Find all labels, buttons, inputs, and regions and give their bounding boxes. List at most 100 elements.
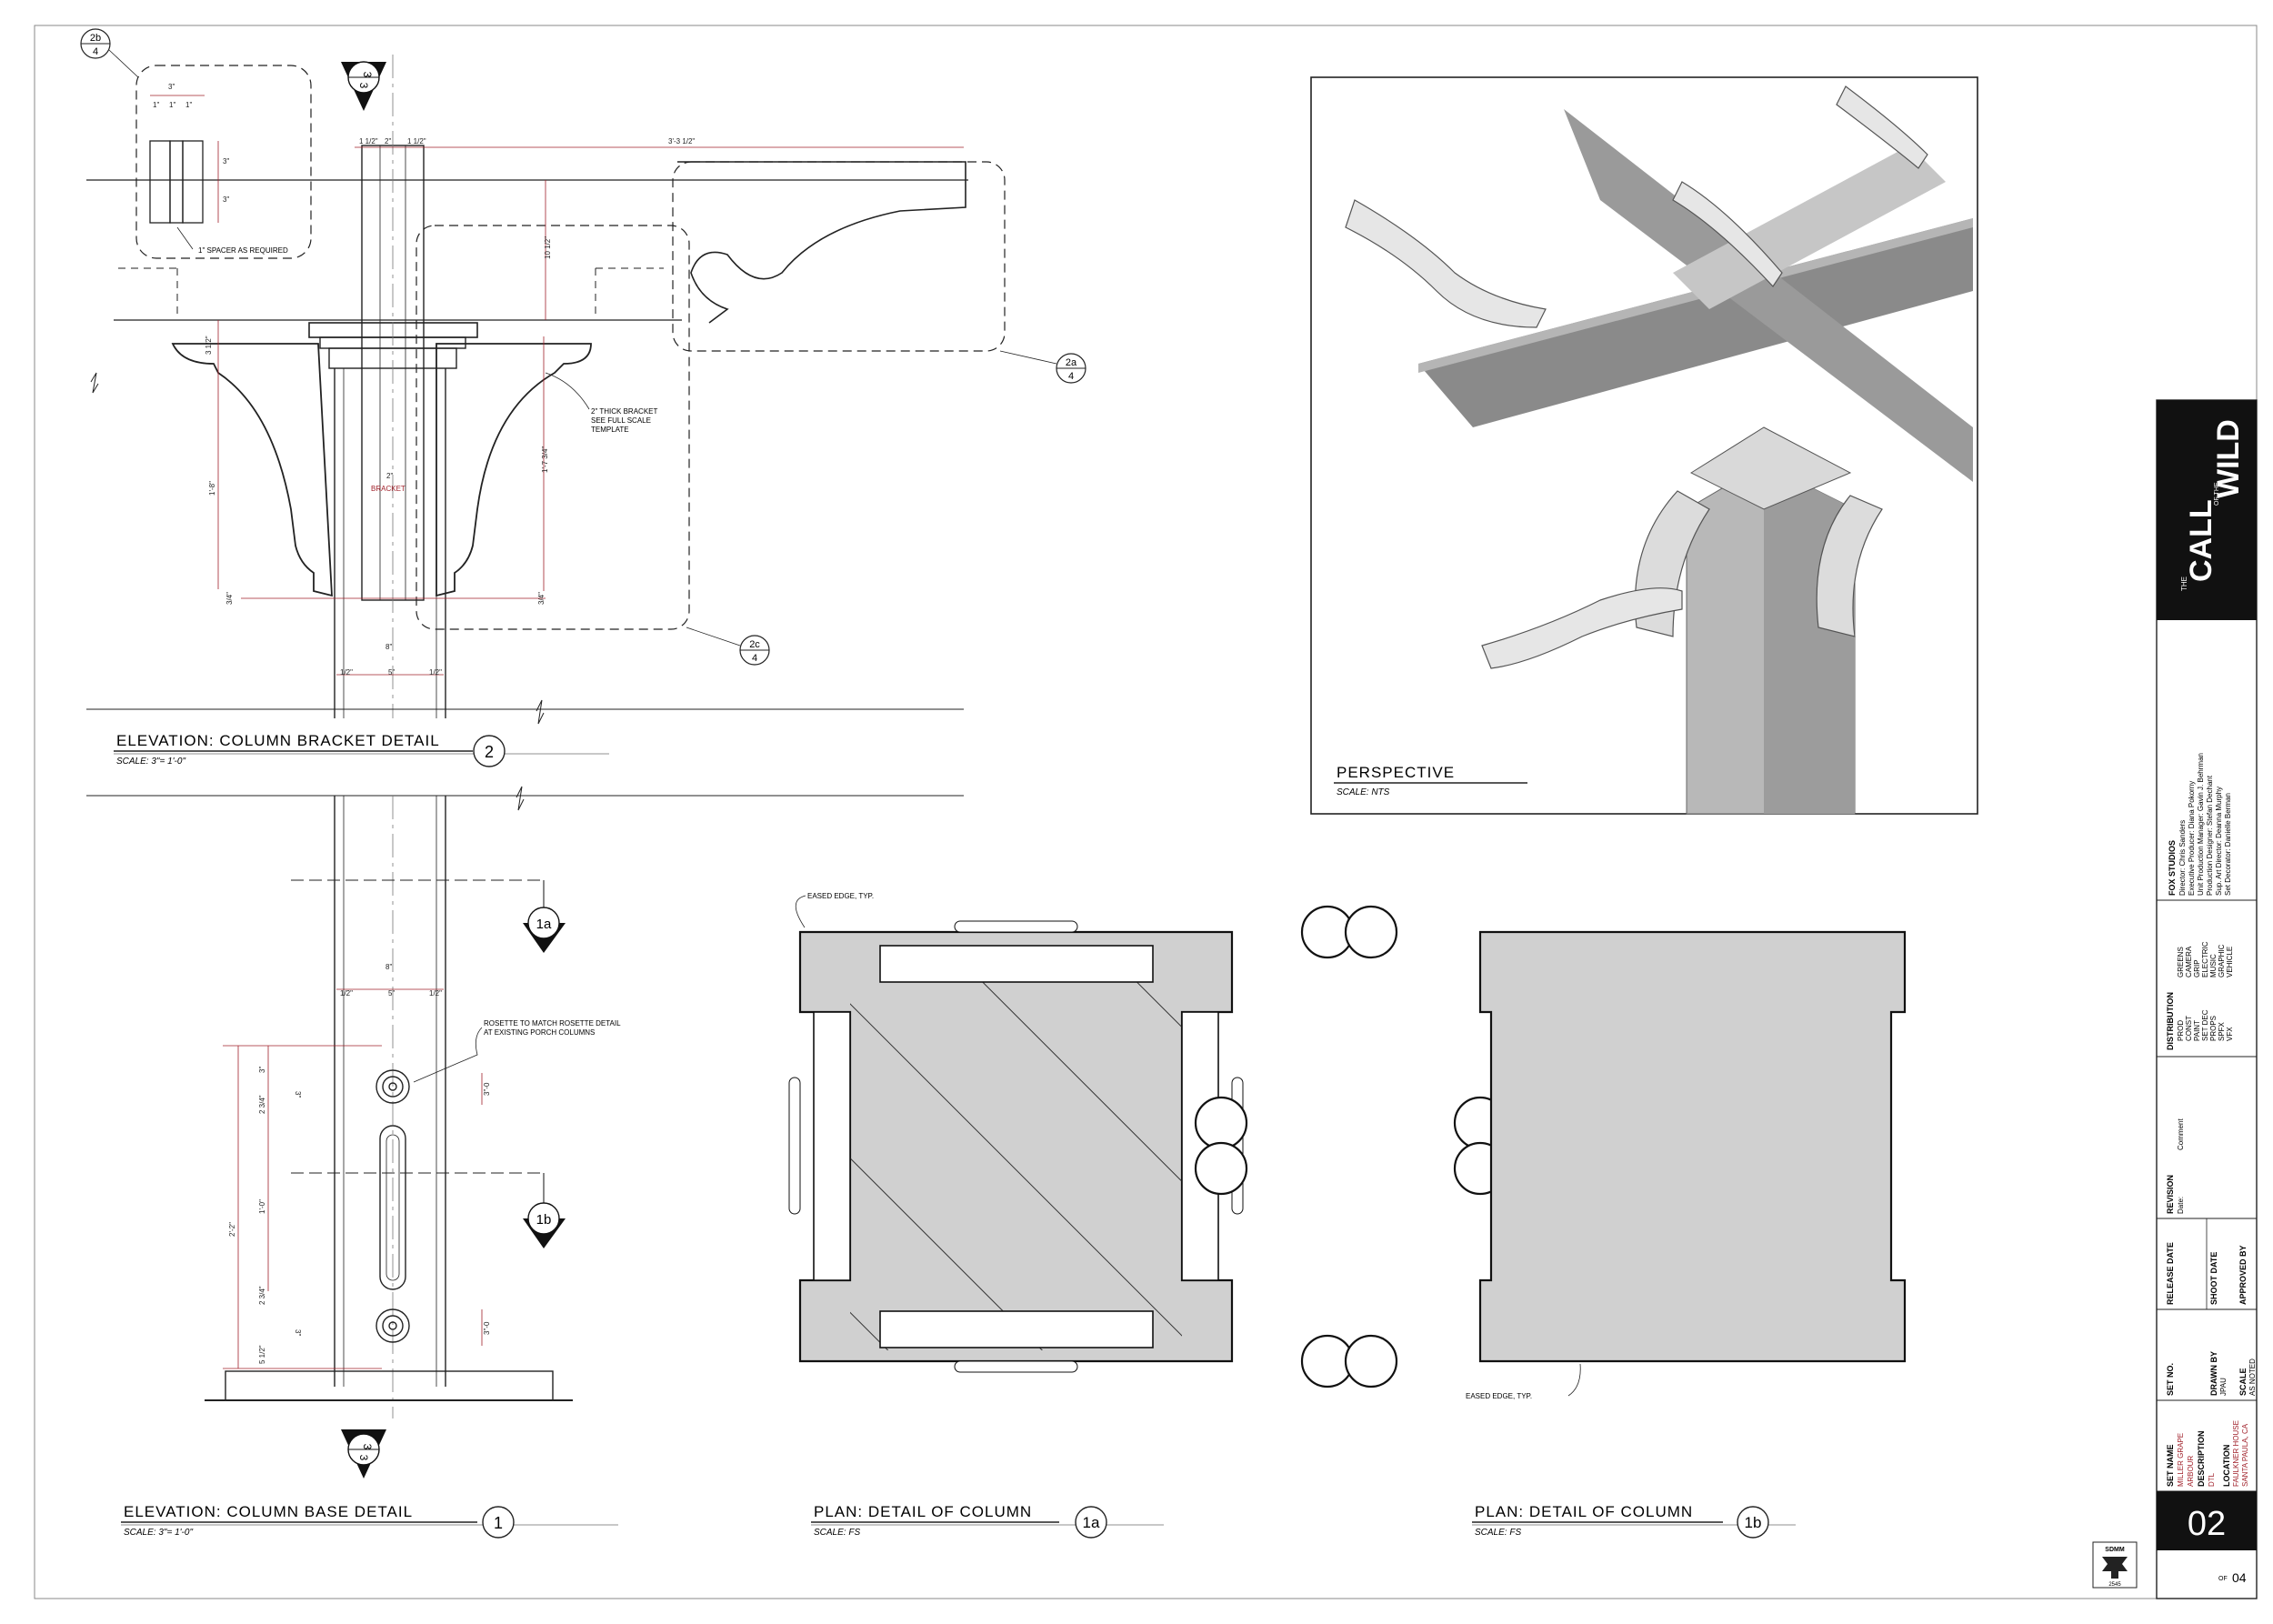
svg-text:4: 4 [1068, 371, 1074, 382]
dim-spacer-part1: 1" [153, 101, 159, 109]
union-badge: SDMM 2545 [2092, 1541, 2138, 1589]
bracket-title: ELEVATION: COLUMN BRACKET DETAIL [116, 732, 440, 749]
svg-text:PROD: PROD [2177, 1020, 2185, 1041]
location-value-1: FAULKNER HOUSE [2232, 1420, 2240, 1487]
bracket-scale: SCALE: 3"= 1'-0" [116, 757, 185, 767]
approved-label: APPROVED BY [2238, 1245, 2248, 1305]
dim-col-part2: 5" [388, 668, 395, 677]
svg-text:3: 3 [361, 1444, 374, 1450]
callout-2b: 2b 4 [80, 28, 139, 78]
section-marker-1b: 1b [523, 1173, 566, 1248]
plan-1b [1194, 905, 1907, 1388]
base-dim-texts: 8" 1/2" 5" 1/2" 2'-2" 1'-0" 3" 2 3/4" 2 … [228, 963, 491, 1364]
union-number: 2545 [2108, 1582, 2121, 1588]
dim-spacer-part2: 1" [169, 101, 175, 109]
dim-base-dn: 2 3/4" [258, 1286, 266, 1305]
svg-text:VFX: VFX [2226, 1027, 2234, 1041]
setname-label: SET NAME [2166, 1444, 2175, 1487]
title-block: THE CALL OF THE WILD FOX STUDIOS Directo… [2156, 399, 2258, 1599]
perspective-frame: PERSPECTIVE SCALE: NTS [1310, 76, 1978, 815]
dim-base-total: 2'-2" [228, 1222, 236, 1237]
svg-text:SET DEC: SET DEC [2201, 1009, 2209, 1041]
base-scale: SCALE: 3"= 1'-0" [124, 1528, 193, 1538]
desc-value: DTL [2208, 1472, 2216, 1487]
dim-beam-len: 3'-3 1/2" [668, 137, 695, 145]
base-detail-number: 1 [494, 1514, 503, 1532]
logo-small: THE [2180, 576, 2188, 591]
union-badge-text: SDMM [2105, 1547, 2125, 1553]
revision-date: Date: [2177, 1197, 2185, 1214]
svg-text:1b: 1b [536, 1212, 552, 1228]
dim-top-part2: 2" [385, 137, 391, 145]
perspective-title: PERSPECTIVE [1337, 764, 1455, 781]
location-label: LOCATION [2222, 1445, 2231, 1487]
dim-bracket-total: 1'-8" [208, 481, 216, 496]
credit-5: Sup. Art Director: Deanna Murphy [2215, 787, 2223, 896]
credit-2: Executive Producer: Diana Pokorny [2188, 781, 2196, 896]
note-bracket-2: SEE FULL SCALE [591, 416, 651, 425]
dim-bracket-h: 10 1/2" [544, 236, 552, 259]
svg-text:GRAPHIC: GRAPHIC [2218, 944, 2226, 977]
svg-text:3: 3 [357, 83, 370, 89]
setname-value-1: MILLER GRAPE [2177, 1433, 2185, 1487]
dim-col-part1: 1/2" [340, 668, 353, 677]
svg-text:ELECTRIC: ELECTRIC [2201, 941, 2209, 977]
drawn-label: DRAWN BY [2209, 1351, 2218, 1396]
plan-1b-number: 1b [1745, 1514, 1762, 1531]
base-title: ELEVATION: COLUMN BASE DETAIL [124, 1503, 413, 1520]
scale-label: SCALE [2238, 1368, 2248, 1396]
dim-bracket-top: 3 1/2" [205, 336, 213, 355]
callout-2c: 2c 4 [686, 627, 770, 666]
svg-text:CAMERA: CAMERA [2185, 946, 2193, 977]
release-label: RELEASE DATE [2166, 1242, 2175, 1305]
bracket-notes: 1" SPACER AS REQUIRED 2" THICK BRACKET S… [198, 246, 657, 434]
dim-col-w: 8" [386, 643, 392, 651]
bracket-title-block: ELEVATION: COLUMN BRACKET DETAIL SCALE: … [114, 732, 609, 767]
section-marker-top: 3 3 [341, 61, 386, 111]
svg-text:4: 4 [752, 653, 757, 664]
dim-rosette-2: 3"-0 [483, 1321, 491, 1335]
dim-base-bot: 5 1/2" [258, 1345, 266, 1364]
perspective-scale: SCALE: NTS [1337, 787, 1390, 797]
plan-1a-title: PLAN: DETAIL OF COLUMN [814, 1503, 1032, 1520]
credit-6: Set Decorator: Danielle Berman [2224, 793, 2232, 896]
sheet-of-label: OF [2218, 1576, 2228, 1582]
svg-text:2a: 2a [1066, 357, 1077, 368]
svg-text:PROPS: PROPS [2209, 1016, 2218, 1041]
note-eased-a: EASED EDGE, TYP. [807, 892, 874, 900]
credit-4: Production Designer: Stefan Dechant [2206, 775, 2214, 896]
note-bracket-3: TEMPLATE [591, 426, 629, 434]
bracket-elevation [86, 55, 1006, 725]
bracket-center-label: BRACKET [371, 485, 406, 493]
dim-bracket-arm: 1'-7 3/4" [541, 446, 549, 473]
location-value-2: SANTA PAULA, CA [2241, 1423, 2249, 1487]
note-rosette-1: ROSETTE TO MATCH ROSETTE DETAIL [484, 1019, 621, 1028]
dim-bracket-foot-l: 3/4" [225, 592, 234, 605]
sheet-total: 04 [2232, 1570, 2247, 1585]
note-bracket-1: 2" THICK BRACKET [591, 407, 657, 416]
dim-col2-part1: 1/2" [340, 989, 353, 997]
dim-col-part3: 1/2" [429, 668, 442, 677]
desc-label: DESCRIPTION [2197, 1430, 2206, 1487]
plan-1a-number: 1a [1083, 1514, 1100, 1531]
plan-1b-title: PLAN: DETAIL OF COLUMN [1475, 1503, 1693, 1520]
plan-1a-title-block: PLAN: DETAIL OF COLUMN SCALE: FS 1a [811, 1503, 1164, 1539]
plan-1a-scale: SCALE: FS [814, 1528, 860, 1538]
dim-bracket-foot-r: 3/4" [537, 592, 546, 605]
dim-bracket-w: 2" [386, 472, 393, 480]
note-eased-b: EASED EDGE, TYP. [1466, 1392, 1532, 1400]
drawn-value: JPAU [2219, 1378, 2228, 1396]
svg-text:GRIP: GRIP [2193, 959, 2201, 977]
svg-text:4: 4 [93, 46, 98, 57]
plan-1b-scale: SCALE: FS [1475, 1528, 1521, 1538]
section-marker-1a: 1a [523, 880, 566, 953]
dim-mark-1: 3" [294, 1091, 302, 1098]
svg-text:2b: 2b [90, 33, 101, 44]
dim-rosette-1: 3"-0 [483, 1082, 491, 1096]
svg-text:3: 3 [361, 72, 374, 78]
svg-text:GREENS: GREENS [2177, 947, 2185, 977]
svg-text:3: 3 [357, 1455, 370, 1461]
revision-comment: Comment [2177, 1118, 2185, 1150]
dim-base-up: 2 3/4" [258, 1095, 266, 1114]
